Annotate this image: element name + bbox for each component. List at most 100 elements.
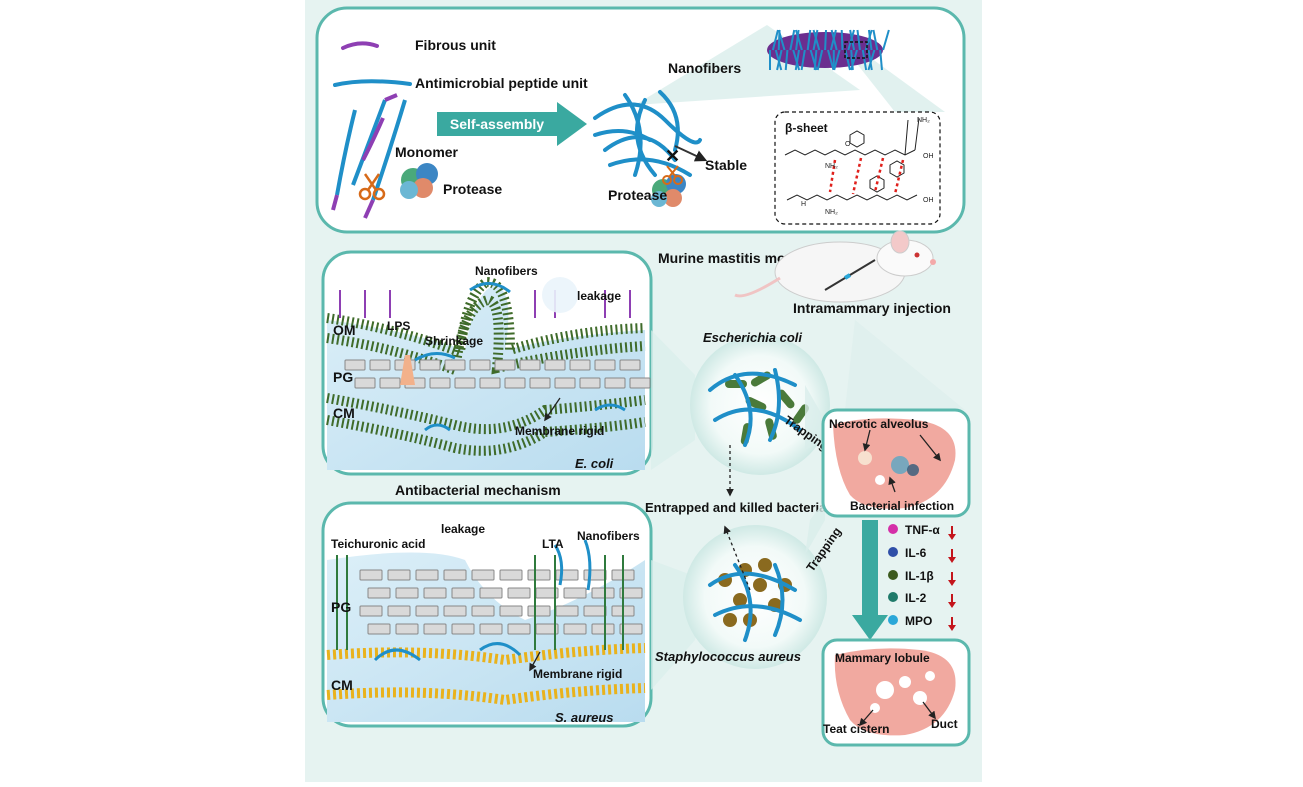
peptidoglycan-block: [360, 570, 382, 580]
saureus-leakage-label: leakage: [441, 522, 485, 536]
peptidoglycan-block: [500, 570, 522, 580]
ecoli-connector: [651, 330, 695, 470]
peptidoglycan-block: [444, 570, 466, 580]
peptidoglycan-block: [570, 360, 590, 370]
cross-mark: ✕: [665, 146, 680, 166]
peptidoglycan-block: [520, 360, 540, 370]
cytokine-label: IL-2: [905, 591, 927, 605]
ecoli-pg-label: PG: [333, 369, 353, 385]
lobule-label: Mammary lobule: [835, 651, 930, 665]
peptidoglycan-block: [430, 378, 450, 388]
peptidoglycan-block: [444, 606, 466, 616]
peptidoglycan-block: [595, 360, 615, 370]
saureus-pg-label: PG: [331, 599, 351, 615]
peptidoglycan-block: [495, 360, 515, 370]
mechanism-title: Antibacterial mechanism: [395, 482, 561, 498]
peptidoglycan-block: [452, 588, 474, 598]
ecoli-rigid-label: Membrane rigid: [515, 424, 604, 438]
peptidoglycan-block: [472, 606, 494, 616]
down-red-arrow: [948, 526, 956, 540]
chem-oh-2: OH: [923, 197, 934, 204]
chem-o-1: O: [845, 141, 851, 148]
peptidoglycan-block: [580, 378, 600, 388]
peptidoglycan-block: [368, 588, 390, 598]
peptidoglycan-block: [368, 624, 390, 634]
peptidoglycan-block: [592, 624, 614, 634]
peptidoglycan-block: [360, 606, 382, 616]
peptidoglycan-block: [528, 570, 550, 580]
peptidoglycan-block: [388, 606, 410, 616]
peptidoglycan-block: [545, 360, 565, 370]
peptidoglycan-block: [445, 360, 465, 370]
cistern-label: Teat cistern: [823, 722, 889, 736]
peptidoglycan-block: [424, 624, 446, 634]
down-red-arrow: [948, 594, 956, 608]
ecoli-cm-label: CM: [333, 405, 355, 421]
peptidoglycan-block: [472, 570, 494, 580]
chem-oh-1: OH: [923, 153, 934, 160]
peptidoglycan-block: [355, 378, 375, 388]
peptidoglycan-block: [555, 378, 575, 388]
chem-nh2-2: NH₂: [825, 209, 838, 216]
peptidoglycan-block: [508, 588, 530, 598]
cytokine-item: TNF-α: [888, 523, 956, 540]
saureus-bubble: [683, 525, 827, 669]
ecoli-bubble-label: Escherichia coli: [703, 330, 802, 345]
peptidoglycan-block: [480, 588, 502, 598]
bacterium-coccus: [753, 578, 767, 592]
cytokine-item: IL-2: [888, 591, 956, 608]
peptidoglycan-block: [630, 378, 650, 388]
cytokine-label: IL-1β: [905, 569, 934, 583]
saureus-nanofibers-label: Nanofibers: [577, 529, 640, 543]
ecoli-species-label: E. coli: [575, 456, 614, 471]
cytokine-label: IL-6: [905, 546, 927, 560]
ecoli-nanofibers-label: Nanofibers: [475, 264, 538, 278]
injection-label: Intramammary injection: [793, 300, 951, 316]
protease-left-label: Protease: [443, 181, 502, 197]
peptidoglycan-block: [380, 378, 400, 388]
cytokine-dot: [888, 570, 898, 580]
treatment-arrow: [852, 520, 888, 640]
teichuronic-label: Teichuronic acid: [331, 537, 425, 551]
peptidoglycan-block: [508, 624, 530, 634]
saureus-bubble-label: Staphylococcus aureus: [655, 649, 801, 664]
saureus-rigid-label: Membrane rigid: [533, 667, 622, 681]
peptidoglycan-block: [452, 624, 474, 634]
protease-right-label: Protease: [608, 187, 667, 203]
peptidoglycan-block: [416, 570, 438, 580]
down-red-arrow: [948, 617, 956, 631]
cytokine-label: TNF-α: [905, 523, 940, 537]
peptidoglycan-block: [530, 378, 550, 388]
bacterium-coccus: [758, 558, 772, 572]
fibrous-unit-label: Fibrous unit: [415, 37, 496, 53]
nanofibers-label: Nanofibers: [668, 60, 741, 76]
cytokine-item: MPO: [888, 614, 956, 631]
peptidoglycan-block: [470, 360, 490, 370]
peptidoglycan-block: [505, 378, 525, 388]
cytokine-label: MPO: [905, 614, 932, 628]
figure-svg: Fibrous unit Antimicrobial peptide unit …: [305, 0, 982, 782]
peptidoglycan-block: [528, 606, 550, 616]
duct-label: Duct: [931, 717, 958, 731]
down-red-arrow: [948, 549, 956, 563]
chem-nh2-1: NH₂: [825, 163, 838, 170]
lta-label: LTA: [542, 537, 564, 551]
cytokine-dot: [888, 524, 898, 534]
cytokine-item: IL-1β: [888, 569, 956, 586]
necrotic-label: Necrotic alveolus: [829, 417, 929, 431]
peptidoglycan-block: [416, 606, 438, 616]
ecoli-leakage-label: leakage: [577, 289, 621, 303]
cytokine-dot: [888, 592, 898, 602]
lps-label: LPS: [387, 319, 410, 333]
peptidoglycan-block: [420, 360, 440, 370]
shrinkage-label: Shrinkage: [425, 334, 483, 348]
bacterium-coccus: [723, 613, 737, 627]
peptidoglycan-block: [605, 378, 625, 388]
monomer-label: Monomer: [395, 144, 459, 160]
figure-canvas: Fibrous unit Antimicrobial peptide unit …: [305, 0, 982, 782]
stable-label: Stable: [705, 157, 747, 173]
peptidoglycan-block: [480, 624, 502, 634]
chem-h-1: H: [801, 201, 806, 208]
peptidoglycan-block: [584, 606, 606, 616]
peptidoglycan-block: [396, 624, 418, 634]
